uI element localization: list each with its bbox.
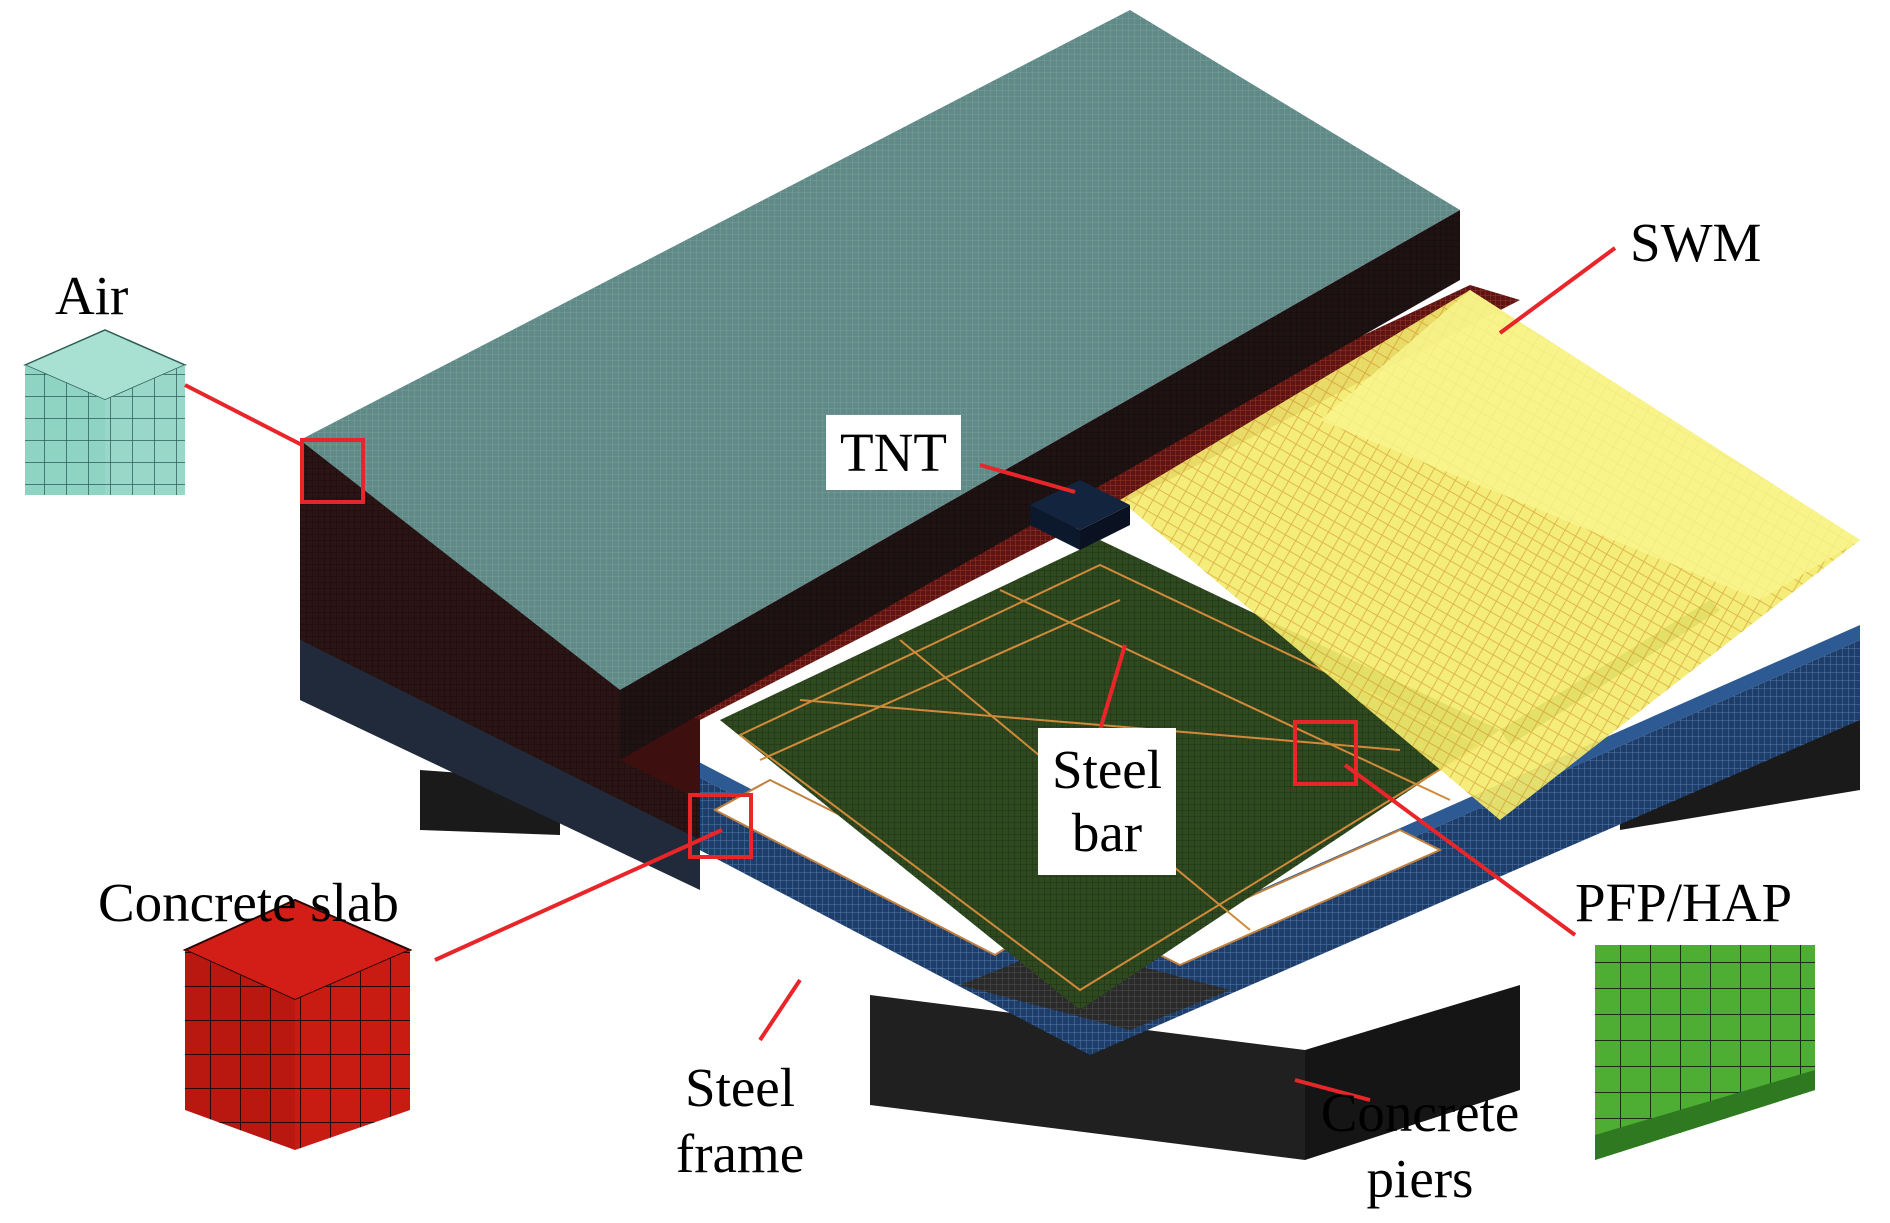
air-mesh-inset xyxy=(23,329,187,495)
concrete-slab-label: Concrete slab xyxy=(98,872,399,933)
air-block xyxy=(300,10,1460,760)
steel-bar-label-line2: bar xyxy=(1071,802,1143,864)
tnt-label: TNT xyxy=(826,415,961,490)
steel-bar-label-line1: Steel xyxy=(1052,739,1162,800)
steel-frame-label: Steel frame xyxy=(676,1055,804,1187)
swm-label: SWM xyxy=(1630,212,1762,273)
air-leader xyxy=(184,383,303,447)
frame-leader xyxy=(758,978,802,1042)
steel-bar-leader xyxy=(1098,644,1127,731)
slab-leader xyxy=(434,828,723,962)
concrete-piers-label-line1: Concrete xyxy=(1320,1082,1520,1143)
concrete-slab-mesh-inset xyxy=(182,898,413,1150)
swm-sheet xyxy=(1120,290,1860,820)
tnt-block xyxy=(1030,480,1130,550)
concrete-piers xyxy=(420,720,1860,1160)
swm-leader xyxy=(1498,246,1617,335)
steel-frame-label-line1: Steel xyxy=(685,1057,795,1118)
slab-highlight-box xyxy=(688,793,753,859)
tnt-leader xyxy=(979,463,1076,494)
pfp-hap-mesh-inset xyxy=(1595,945,1815,1160)
air-highlight-box xyxy=(300,438,365,504)
piers-leader xyxy=(1294,1078,1371,1102)
concrete-piers-label: Concrete piers xyxy=(1321,1080,1520,1212)
air-side-walls xyxy=(300,440,700,890)
pfp-hap-label: PFP/HAP xyxy=(1575,872,1793,933)
steel-bar-label: Steel bar xyxy=(1038,728,1176,875)
pfp-highlight-box xyxy=(1293,720,1358,786)
pfp-leader xyxy=(1343,763,1577,937)
steel-frame-label-line2: frame xyxy=(675,1123,805,1184)
highlight-boxes xyxy=(300,438,1358,859)
concrete-piers-label-line2: piers xyxy=(1366,1148,1474,1209)
air-label: Air xyxy=(55,265,129,326)
leader-lines xyxy=(184,246,1617,1102)
